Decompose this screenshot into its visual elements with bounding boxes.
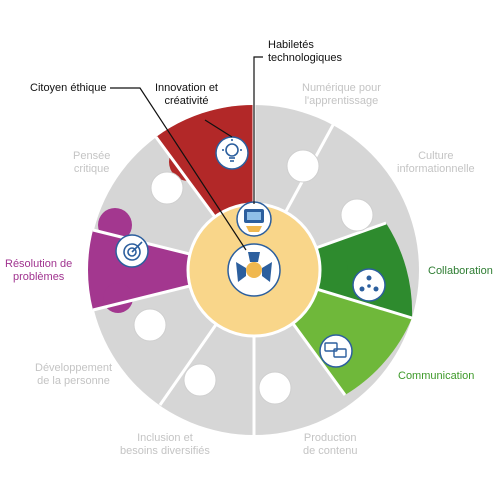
label-collaboration: Collaboration xyxy=(428,265,493,277)
lightbulb-icon xyxy=(222,139,242,162)
leader-citoyen xyxy=(110,87,247,251)
tab-resolution-2 xyxy=(103,283,133,313)
leader-habiletes xyxy=(253,56,263,204)
chat-bubbles-icon xyxy=(324,342,347,358)
circle-inclusion xyxy=(183,363,217,397)
circle-numerique xyxy=(286,149,320,183)
leader-innovation xyxy=(204,119,233,138)
people-network-icon xyxy=(359,275,379,292)
label-communication: Communication xyxy=(398,370,475,382)
circle-developpement xyxy=(133,308,167,342)
hand-device-icon xyxy=(244,209,264,232)
label-citoyen: Citoyen éthique xyxy=(30,82,107,94)
innovation-icon-circle xyxy=(215,136,249,170)
target-icon xyxy=(123,241,143,261)
circle-production xyxy=(258,371,292,405)
joined-hands-icon xyxy=(236,252,272,282)
circle-culture xyxy=(340,198,374,232)
circle-pensee xyxy=(150,171,184,205)
